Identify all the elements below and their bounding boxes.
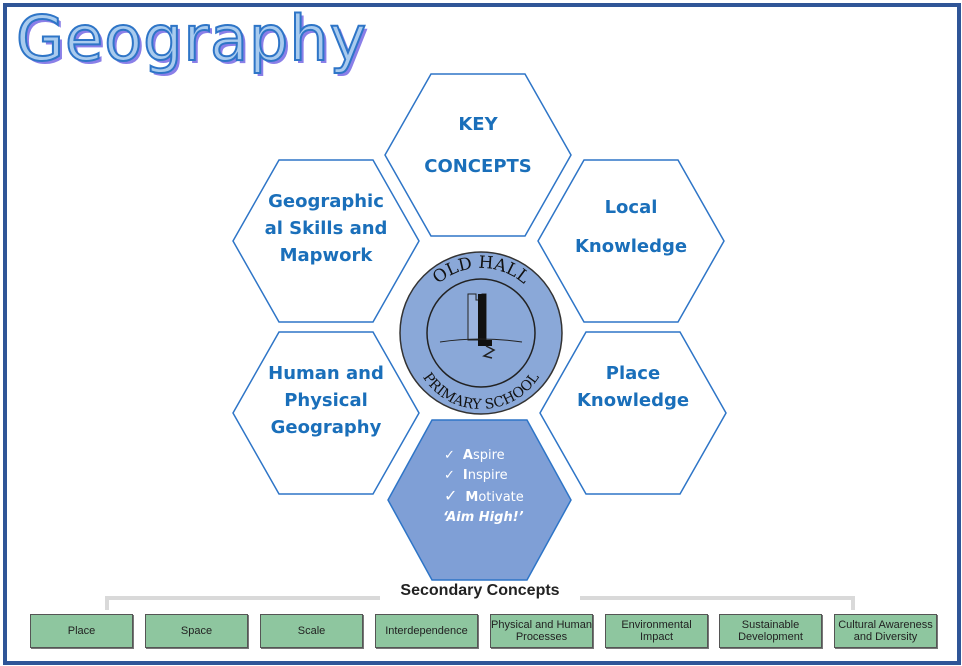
hex-place-knowledge xyxy=(539,331,727,495)
check-icon: ✓ xyxy=(444,448,455,463)
key-concepts-label: KEY CONCEPTS xyxy=(385,104,571,188)
hex-line: Knowledge xyxy=(576,390,690,411)
hex-line: Place xyxy=(605,363,661,384)
motto-tagline: ‘Aim High!’ xyxy=(443,510,524,525)
secondary-concept-box: Place xyxy=(30,614,133,648)
motto-initial: M xyxy=(465,490,479,505)
hex-line: al Skills and xyxy=(264,218,388,239)
motto-item: ✓ Inspire xyxy=(388,466,571,486)
hex-line: Knowledge xyxy=(574,236,688,257)
key-concepts-line: CONCEPTS xyxy=(424,156,532,177)
motto-rest: spire xyxy=(472,448,505,463)
secondary-concept-box: Scale xyxy=(260,614,363,648)
hex-line: Geographic xyxy=(268,191,384,212)
geographical-skills-label: Geographic al Skills and Mapwork xyxy=(233,188,419,269)
hex-key-concepts xyxy=(384,73,572,237)
hex-geographical-skills xyxy=(232,159,420,323)
secondary-concept-box: Physical and Human Processes xyxy=(490,614,593,648)
secondary-concepts-title: Secondary Concepts xyxy=(380,582,580,600)
hex-local-knowledge xyxy=(537,159,725,323)
motto-item: ✓ Aspire xyxy=(388,446,571,466)
motto-initial: A xyxy=(462,448,473,463)
hex-human-physical xyxy=(232,331,420,495)
motto-initial: I xyxy=(462,468,468,483)
check-icon: ✓ xyxy=(444,468,455,483)
key-concepts-line: KEY xyxy=(458,114,498,135)
secondary-concept-box: Space xyxy=(145,614,248,648)
page-title: Geography xyxy=(15,1,368,76)
place-knowledge-label: Place Knowledge xyxy=(540,360,726,414)
human-physical-label: Human and Physical Geography xyxy=(233,360,419,441)
page-frame xyxy=(3,3,961,665)
hex-line: Geography xyxy=(270,417,382,438)
hex-line: Local xyxy=(604,197,658,218)
local-knowledge-label: Local Knowledge xyxy=(538,188,724,266)
hex-line: Human and xyxy=(268,363,384,384)
secondary-concept-box: Sustainable Development xyxy=(719,614,822,648)
motto-rest: nspire xyxy=(467,468,508,483)
motto: ✓ Aspire ✓ Inspire ✓ Motivate ‘Aim High!’ xyxy=(388,446,571,528)
secondary-concept-box: Interdependence xyxy=(375,614,478,648)
hex-line: Physical xyxy=(284,390,368,411)
school-logo: OLD HALL PRIMARY SCHOOL xyxy=(399,251,563,415)
secondary-concept-box: Environmental Impact xyxy=(605,614,708,648)
hex-motto xyxy=(387,419,572,581)
check-icon: ✓ xyxy=(444,486,458,505)
hex-line: Mapwork xyxy=(279,245,373,266)
motto-item: ✓ Motivate xyxy=(388,486,571,508)
motto-rest: otivate xyxy=(478,490,524,505)
secondary-concept-box: Cultural Awareness and Diversity xyxy=(834,614,937,648)
